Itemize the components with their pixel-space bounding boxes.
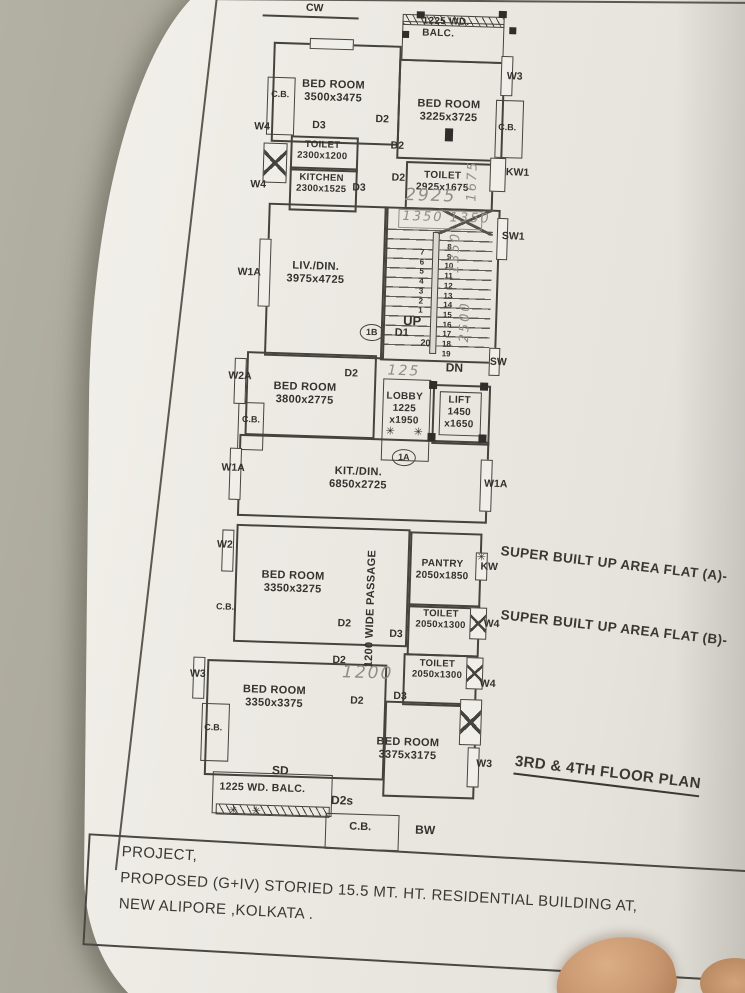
label-bedroom-b2: BED ROOM 3350x3375: [242, 683, 307, 710]
post-marker: [402, 30, 410, 39]
tag-w4-b: W4: [250, 178, 267, 191]
tag-d2s: D2s: [330, 792, 354, 808]
lift-post: [479, 382, 489, 391]
hinge-star: ✳: [251, 805, 262, 818]
parapet-line-cw: [262, 14, 359, 20]
tag-d2-e: D2: [337, 617, 352, 630]
tag-d3-d: D3: [393, 689, 407, 703]
handwritten-2500: 2500: [456, 301, 474, 343]
tag-d2-a: D2: [375, 113, 390, 126]
hinge-star: ✳: [228, 804, 239, 818]
post-marker: [444, 128, 454, 142]
door-label-d1: D1: [394, 326, 409, 340]
tag-w1a-left1: W1A: [237, 265, 262, 279]
tag-d3-a: D3: [312, 119, 326, 132]
label-bedroom-mid: BED ROOM 3800x2775: [273, 379, 337, 407]
tag-d2-b: D2: [390, 139, 405, 152]
hinge-star: ✳: [476, 551, 487, 564]
tag-cb-top-right: C.B.: [498, 121, 517, 133]
label-lobby: LOBBY 1225 x1950: [386, 390, 424, 427]
tag-w1a-right: W1A: [483, 477, 508, 491]
tag-cb-top-left: C.B.: [271, 88, 290, 100]
label-living-dining: LIV./DIN. 3975x4725: [286, 259, 345, 287]
label-bedroom-top-right: BED ROOM 3225x3725: [417, 97, 481, 125]
project-line1: PROJECT,: [121, 843, 198, 865]
label-pantry: PANTRY 2050x1850: [415, 557, 469, 582]
window-w4-left: [262, 142, 288, 184]
tag-sw1: SW1: [501, 230, 525, 243]
hinge-star: ✳: [385, 425, 396, 438]
tag-d2-d: D2: [344, 367, 359, 380]
label-bedroom-b1: BED ROOM 3350x3275: [261, 568, 325, 596]
tag-w3-right: W3: [476, 757, 493, 770]
tag-w2a: W2A: [228, 369, 252, 383]
tag-w2: W2: [216, 538, 233, 551]
tag-w3-left: W3: [189, 667, 206, 680]
label-bedroom-top-left: BED ROOM 3500x3475: [301, 77, 366, 105]
window-kw1: [489, 157, 507, 193]
lift-post: [427, 432, 436, 442]
tag-cb-bottom: C.B.: [349, 820, 372, 834]
tag-cb-bottom-left2: C.B.: [204, 721, 223, 733]
tag-w4-r1: W4: [483, 617, 500, 631]
handwritten-1350-pair: 1350 1350: [402, 208, 491, 227]
label-toilet-a: TOILET 2050x1300: [415, 607, 466, 632]
post-marker: [498, 10, 507, 19]
tag-cb-bottom-left1: C.B.: [215, 601, 235, 612]
tag-d2-c: D2: [391, 171, 406, 184]
label-toilet-b: TOILET 2050x1300: [411, 657, 463, 682]
tag-sw: SW: [489, 355, 507, 369]
label-kitchen: KITCHEN 2300x1525: [295, 171, 347, 196]
lift-post: [478, 434, 487, 443]
label-lift: LIFT 1450 x1650: [444, 394, 474, 430]
handwritten-1200: 1200: [341, 662, 394, 684]
tag-d3-b: D3: [352, 181, 366, 194]
label-bedroom-b3: BED ROOM 3375x3175: [376, 735, 440, 763]
tag-w4-a: W4: [253, 120, 271, 133]
tag-bw: BW: [414, 822, 436, 838]
handwritten-125: 125: [387, 362, 421, 380]
handwritten-1350-vert: 1350: [447, 231, 464, 274]
stair-dn-label: DN: [445, 360, 464, 375]
handwritten-1675: 1675: [464, 160, 481, 202]
tag-cb-mid-left: C.B.: [241, 413, 261, 425]
stair-step-20: 20: [420, 337, 431, 348]
stair-steps-left: 7 6 5 4 3 2 1: [418, 247, 425, 315]
lift-post: [429, 380, 438, 390]
tag-d3-c: D3: [389, 627, 403, 641]
paper-fold-shading: [675, 0, 745, 993]
label-balcony-top: 1225 WD. BALC.: [422, 15, 470, 40]
tag-w4-r2: W4: [479, 677, 496, 691]
tag-sd: SD: [271, 763, 289, 778]
tag-w3-top: W3: [506, 70, 523, 83]
tag-d2-g: D2: [349, 694, 364, 707]
project-line3: NEW ALIPORE ,KOLKATA .: [118, 895, 314, 923]
label-kitchen-dining: KIT./DIN. 6850x2725: [328, 464, 388, 492]
hinge-star: ✳: [413, 426, 424, 439]
tag-kw1: KW1: [505, 166, 530, 179]
tag-w1a-left2: W1A: [221, 461, 245, 475]
handwritten-2925: 2925: [404, 184, 457, 207]
label-toilet-top: TOILET 2300x1200: [296, 138, 348, 163]
window-cw: [309, 37, 354, 51]
post-marker: [509, 27, 517, 35]
tag-cw: CW: [305, 1, 324, 15]
